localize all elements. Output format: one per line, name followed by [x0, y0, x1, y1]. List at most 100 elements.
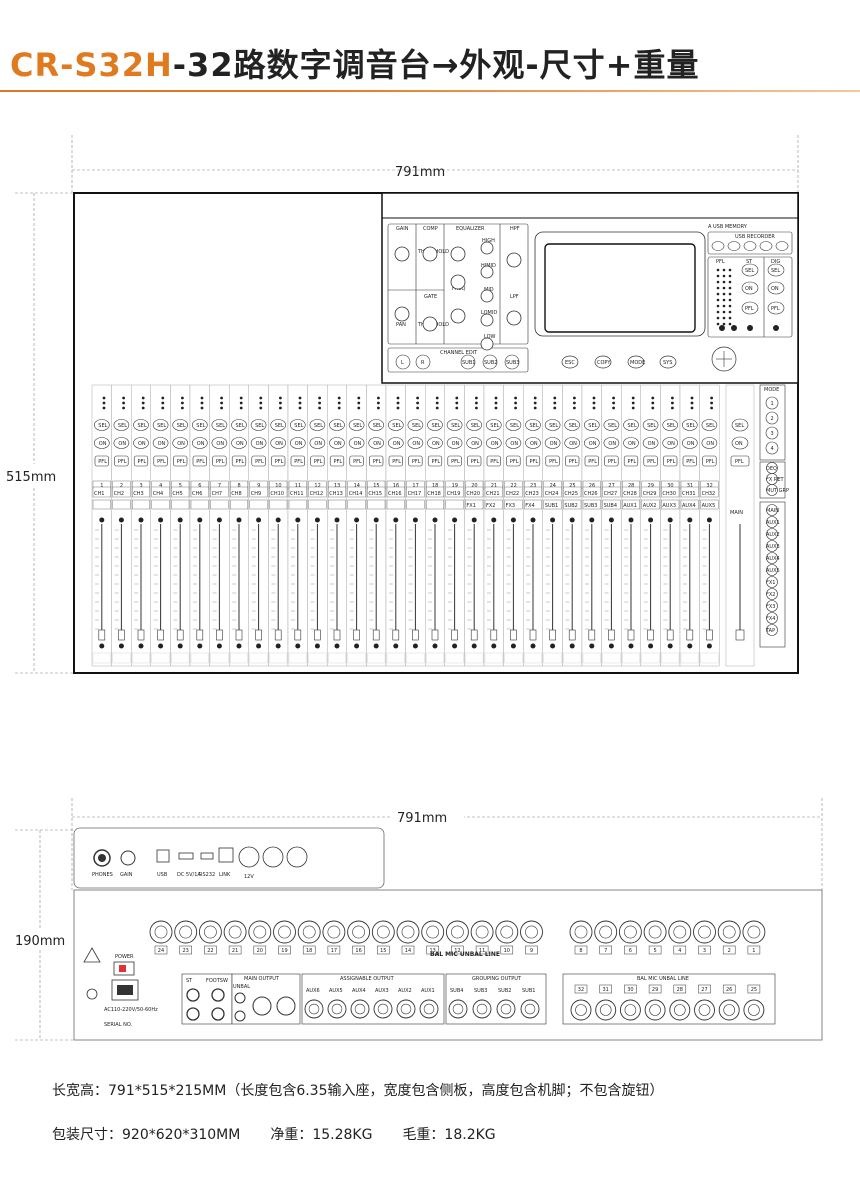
- strip-pfl-label: PFL: [98, 459, 107, 465]
- strip-number: 17: [412, 483, 418, 489]
- mode-button: [765, 411, 779, 425]
- strip-scribble: [563, 652, 582, 664]
- strip-number: 2: [120, 483, 123, 489]
- upper-xlr-connectors: [238, 846, 308, 868]
- panel-knob: [450, 274, 466, 290]
- strip-on-button: [681, 437, 698, 449]
- strip-led: [318, 396, 321, 400]
- strip-name: CH6: [192, 491, 202, 497]
- pfl-master-dig-label: PFL: [771, 306, 780, 312]
- master-knob: [773, 325, 779, 331]
- strip-on-label: ON: [432, 441, 440, 447]
- input-jack: 15: [371, 920, 395, 955]
- gross-weight: 毛重：18.2KG: [402, 1127, 496, 1143]
- strip-bus-box: [131, 499, 150, 510]
- strip-number: 31: [687, 483, 693, 489]
- strip-name-box: [92, 486, 111, 498]
- xlr-number: 15: [380, 948, 386, 954]
- input-jack: [743, 999, 765, 1021]
- strip-scribble: [249, 652, 268, 664]
- strip-on-label: ON: [216, 441, 224, 447]
- strip-led: [475, 401, 478, 405]
- strip-on-label: ON: [628, 441, 636, 447]
- strip-number: 15: [373, 483, 379, 489]
- strip-sel-button: [348, 419, 365, 431]
- low-label: LOW: [484, 334, 496, 340]
- side-button-label: AUX5: [766, 568, 780, 574]
- strip-name: CH12: [310, 491, 324, 497]
- strip-bus-box: [229, 499, 248, 510]
- phones-label: PHONES: [92, 872, 113, 878]
- xlr-inner: [748, 1004, 760, 1016]
- strip-sel-label: SEL: [98, 423, 107, 429]
- strip-sel-label: SEL: [432, 423, 441, 429]
- strip-pfl-button: [486, 455, 501, 467]
- strip-bus-name: FX1: [466, 503, 475, 509]
- strip-fader-knob: [588, 629, 596, 641]
- strip-fader-knob: [314, 629, 321, 641]
- sub2-label: SUB2: [484, 360, 497, 366]
- strip-name-box: [484, 486, 503, 498]
- strip-sel-label: SEL: [412, 423, 421, 429]
- aux-output-label: AUX1: [421, 988, 435, 994]
- strip-pfl-label: PFL: [549, 459, 558, 465]
- xlr-number-box: [698, 945, 711, 955]
- v12-label: 12V: [244, 874, 254, 880]
- strip-scribble: [700, 652, 719, 664]
- strip-fader-top: [706, 517, 712, 523]
- strip-on-label: ON: [510, 441, 518, 447]
- lpf-label: LPF: [510, 294, 519, 300]
- strip-led: [279, 396, 282, 400]
- st-meter-label: ST: [746, 259, 753, 265]
- strip-on-button: [387, 437, 404, 449]
- strip-fader-bottom: [491, 643, 497, 649]
- strip-led: [690, 401, 694, 405]
- strip-led: [710, 406, 713, 410]
- strip-scribble: [386, 652, 405, 664]
- meter-led: [716, 316, 720, 320]
- xlr-inner: [574, 925, 588, 939]
- strip-led: [181, 401, 184, 405]
- strip-on-button: [192, 437, 208, 449]
- strip-led: [573, 396, 576, 400]
- strip-on-button: [544, 437, 561, 449]
- strip-led: [377, 406, 380, 410]
- meter-led: [728, 316, 732, 320]
- strip-sel-button: [564, 419, 581, 431]
- strip-scribble: [190, 652, 209, 664]
- strip-name-box: [367, 486, 386, 498]
- strip-sel-button: [681, 419, 698, 431]
- strip-fader-knob: [255, 629, 262, 641]
- aux-output-label: AUX3: [375, 988, 389, 994]
- strip-fader-bottom: [510, 643, 516, 649]
- side-button: [766, 612, 778, 624]
- side-button-label: FX1: [766, 580, 775, 586]
- strip-led: [612, 406, 615, 410]
- strip-name-box: [112, 486, 131, 498]
- strip-bus-name: AUX3: [662, 503, 676, 509]
- strip-sel-button: [701, 419, 718, 431]
- package-spec: 包装尺寸：920*620*310MM: [52, 1127, 241, 1143]
- strip-number: 22: [510, 483, 516, 489]
- xlr-number-box: [377, 945, 390, 955]
- strip-name-box: [504, 486, 523, 498]
- strip-led: [690, 396, 694, 400]
- strip-pfl-button: [565, 455, 580, 467]
- strip-on-button: [133, 437, 149, 449]
- strip-led: [298, 401, 302, 405]
- strip-led: [533, 401, 537, 405]
- strip-name: CH16: [388, 491, 402, 497]
- strip-pfl-button: [94, 455, 109, 467]
- strip-name-box: [641, 486, 660, 498]
- strip-bus-box: [347, 499, 366, 510]
- strip-pfl-button: [623, 455, 639, 467]
- meter-led: [716, 280, 720, 284]
- xlr-number: 23: [183, 948, 189, 954]
- strip-number: 8: [238, 483, 241, 489]
- strip-fader-top: [550, 517, 556, 523]
